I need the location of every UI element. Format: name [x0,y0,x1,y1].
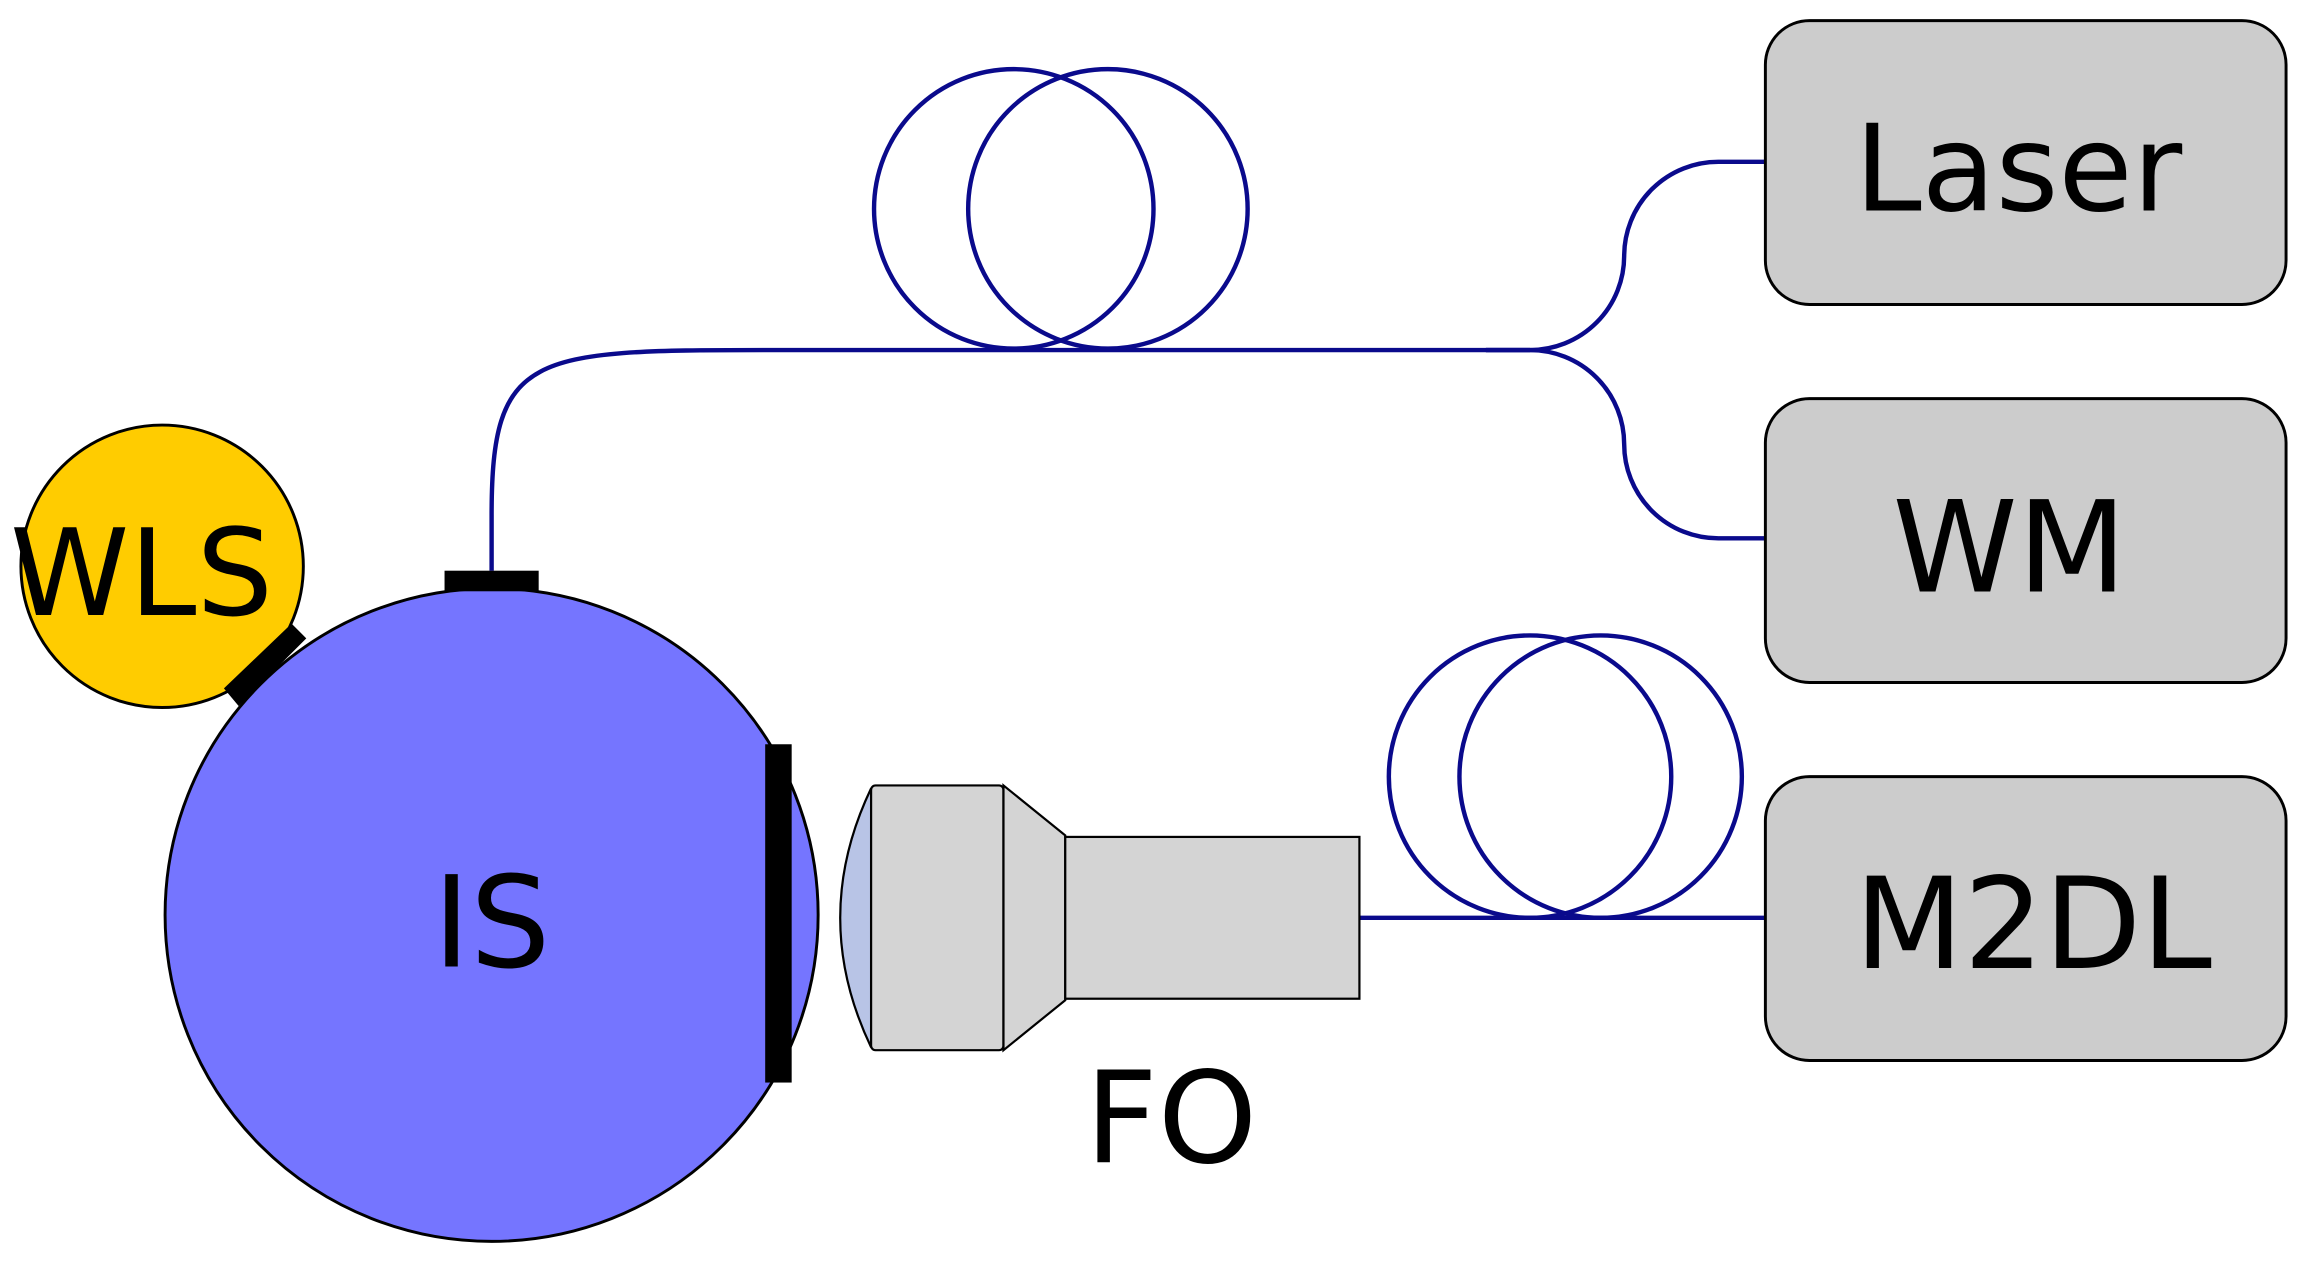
wls-port [223,623,307,707]
fiber-loop [871,66,1156,351]
fiber-loop [1457,633,1745,921]
fiber-to-laser [1485,159,1766,353]
m2dl-box [1763,775,2288,1062]
wm-label: WM [1892,474,2126,621]
sphere-exit-port [765,744,792,1083]
is-label: IS [433,849,551,996]
laser-box [1763,19,2288,306]
wls-source [19,423,305,709]
laser-label: Laser [1854,99,2182,239]
wls-label: WLS [10,504,273,644]
wm-box [1763,397,2288,684]
fiber-loop [965,66,1250,351]
objective-lens [839,787,873,1048]
objective-front [869,784,1005,1052]
sphere-top-port [444,570,539,592]
fiber-is-to-coupler [489,347,1531,571]
fiber-loop [1386,633,1674,921]
fiber-to-wm [1485,347,1766,541]
m2dl-label: M2DL [1854,851,2211,998]
objective-taper [1002,783,1067,1053]
fo-label: FO [1085,1045,1257,1192]
objective-barrel [1064,835,1361,1000]
